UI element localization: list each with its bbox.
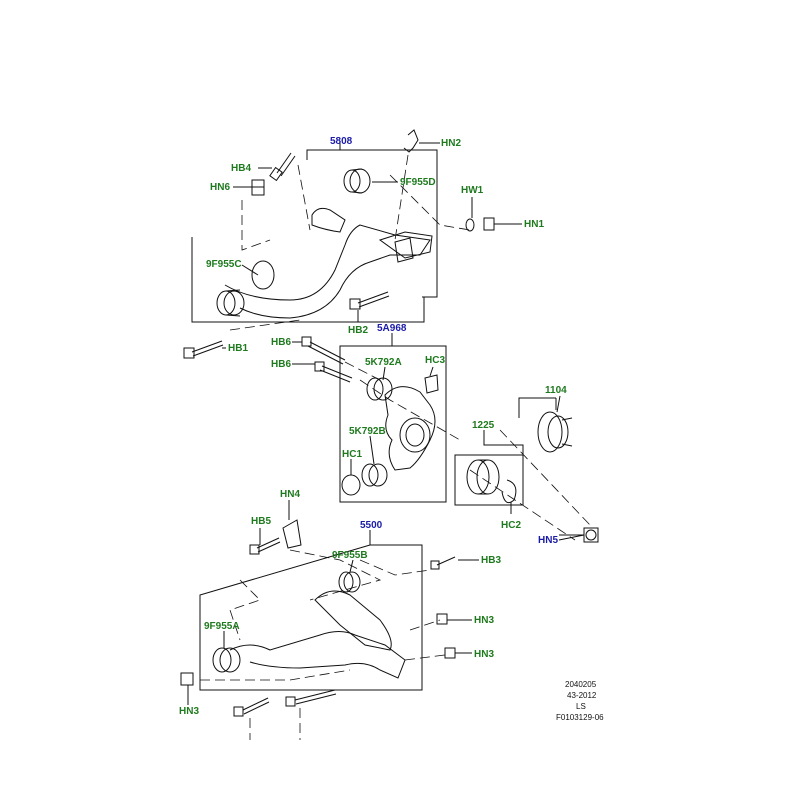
callout-HB2: HB2 bbox=[348, 325, 369, 336]
circlip-HC2 bbox=[501, 479, 517, 504]
bushing-9F955C bbox=[216, 260, 275, 317]
callout-HN3-right2: HN3 bbox=[474, 649, 495, 660]
callout-HC2: HC2 bbox=[501, 520, 522, 531]
washer-HW1 bbox=[465, 218, 475, 232]
bushing-9F955B bbox=[338, 571, 361, 593]
group-bracket-5500 bbox=[199, 535, 423, 691]
clip-HC3 bbox=[424, 374, 439, 394]
callout-HN4: HN4 bbox=[280, 489, 301, 500]
callout-HB4: HB4 bbox=[231, 163, 252, 174]
clip-HN2 bbox=[403, 129, 419, 153]
footer-ref-1: 2040205 bbox=[565, 680, 597, 689]
hub-1104 bbox=[537, 411, 573, 453]
footer-ref-2: 43-2012 bbox=[567, 691, 597, 700]
footer-ref-3: LS bbox=[576, 702, 586, 711]
bushing-9F955D bbox=[343, 168, 371, 194]
footer-ref-4: F0103129-06 bbox=[556, 713, 604, 722]
callout-5K792A: 5K792A bbox=[365, 357, 402, 368]
group-bracket-1225 bbox=[454, 435, 524, 506]
callout-1225: 1225 bbox=[472, 420, 495, 431]
callout-HB6-upper: HB6 bbox=[271, 337, 292, 348]
callout-HN2: HN2 bbox=[441, 138, 462, 149]
callout-HC1: HC1 bbox=[342, 449, 363, 460]
upper-control-arm bbox=[224, 224, 431, 319]
group-bracket-5808 bbox=[306, 149, 438, 298]
callout-HB3: HB3 bbox=[481, 555, 502, 566]
callout-1104: 1104 bbox=[545, 385, 567, 396]
callout-9F955C: 9F955C bbox=[206, 259, 242, 270]
callout-5500: 5500 bbox=[360, 520, 383, 531]
callout-9F955B: 9F955B bbox=[332, 550, 368, 561]
nut-HN6 bbox=[251, 179, 265, 196]
callout-HB1: HB1 bbox=[228, 343, 249, 354]
bolt-HB2 bbox=[349, 291, 390, 310]
callout-HN1: HN1 bbox=[524, 219, 545, 230]
nut-HN3-right2 bbox=[444, 647, 456, 659]
callout-5808: 5808 bbox=[330, 136, 353, 147]
callout-9F955D: 9F955D bbox=[400, 177, 436, 188]
nut-HN3-right1 bbox=[436, 613, 448, 625]
group-bracket-5808-left bbox=[191, 237, 425, 323]
sensor-bracket-HN4 bbox=[282, 519, 302, 549]
knuckle bbox=[384, 386, 436, 471]
callout-HN3-left: HN3 bbox=[179, 706, 200, 717]
callout-HB6-lower: HB6 bbox=[271, 359, 292, 370]
bearing-1225 bbox=[466, 459, 500, 495]
nut-HN3-left bbox=[180, 672, 194, 686]
bolt-HB5 bbox=[249, 537, 281, 555]
bolt-HB3 bbox=[430, 556, 456, 570]
callout-5A968: 5A968 bbox=[377, 323, 407, 334]
bushing-9F955A bbox=[212, 647, 241, 673]
group-bracket-1104 bbox=[518, 397, 556, 418]
bushing-5K792B bbox=[361, 463, 388, 487]
bolt-HB6-lower bbox=[314, 361, 353, 383]
bolt-HB6-upper bbox=[301, 336, 346, 365]
bushing-5K792A bbox=[366, 377, 393, 401]
callout-HC3: HC3 bbox=[425, 355, 446, 366]
callout-HW1: HW1 bbox=[461, 185, 484, 196]
callout-9F955A: 9F955A bbox=[204, 621, 240, 632]
bolt-HB1 bbox=[183, 340, 224, 359]
callout-HN6: HN6 bbox=[210, 182, 231, 193]
nut-HN1 bbox=[483, 217, 500, 231]
lower-control-arm bbox=[229, 631, 406, 679]
bolt-HB4 bbox=[269, 152, 296, 182]
callout-HN3-right1: HN3 bbox=[474, 615, 495, 626]
callout-5K792B: 5K792B bbox=[349, 426, 386, 437]
long-bolts bbox=[233, 689, 337, 717]
callout-HN5: HN5 bbox=[538, 535, 559, 546]
circlip-HC1 bbox=[341, 474, 361, 496]
callout-HB5: HB5 bbox=[251, 516, 272, 527]
nut-HN5 bbox=[583, 527, 599, 543]
